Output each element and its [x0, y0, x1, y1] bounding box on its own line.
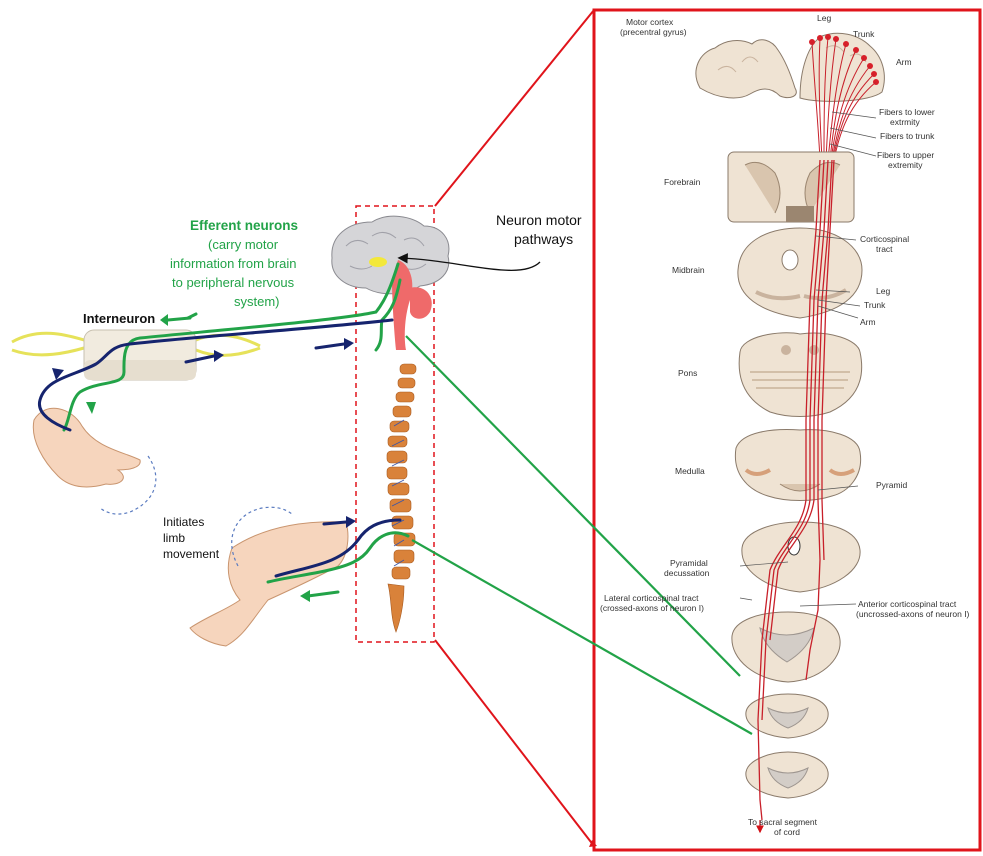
- spinal-section-3: [746, 752, 828, 798]
- pyramidal-label-2: decussation: [664, 569, 709, 579]
- pyramid-label: Pyramid: [876, 481, 907, 491]
- spinal-section-1: [732, 612, 840, 682]
- pons-section: [739, 333, 862, 417]
- initiates-label-1: Initiates: [163, 516, 204, 530]
- zoom-line-top: [435, 10, 594, 206]
- leg-top-label: Leg: [817, 14, 831, 24]
- midbrain-section: [738, 228, 862, 318]
- efferent-desc-3: to peripheral nervous: [172, 276, 294, 291]
- efferent-desc-1: (carry motor: [208, 238, 278, 253]
- midbrain-label: Midbrain: [672, 266, 705, 276]
- lateral-tract-label-2: (crossed-axons of neuron I): [600, 604, 704, 614]
- neuron-motor-label-1: Neuron motor: [496, 212, 582, 228]
- trunk-mid-label: Trunk: [864, 301, 885, 311]
- efferent-title: Efferent neurons: [190, 218, 298, 234]
- efferent-desc-2: information from brain: [170, 257, 296, 272]
- zoom-connector-lines: [406, 336, 752, 734]
- pons-label: Pons: [678, 369, 697, 379]
- initiates-label-2: limb: [163, 532, 185, 546]
- spine-illustration: [387, 364, 416, 632]
- medulla-section: [735, 430, 860, 501]
- motor-cortex-label-2: (precentral gyrus): [620, 28, 687, 38]
- arm-top-label: Arm: [896, 58, 912, 68]
- motor-cortex-section: [696, 33, 884, 101]
- sacral-label-2: of cord: [774, 828, 800, 838]
- forebrain-label: Forebrain: [664, 178, 700, 188]
- forebrain-section: [728, 152, 854, 222]
- arm-mid-label: Arm: [860, 318, 876, 328]
- leg-illustration: [190, 522, 348, 646]
- interneuron-label: Interneuron: [83, 312, 155, 327]
- neuron-motor-label-2: pathways: [514, 231, 573, 247]
- leg-mid-label: Leg: [876, 287, 890, 297]
- anterior-tract-label-2: (uncrossed-axons of neuron I): [856, 610, 969, 620]
- fibers-upper-label-2: extremity: [888, 161, 922, 171]
- medulla-label: Medulla: [675, 467, 705, 477]
- fibers-lower-label-2: extrmity: [890, 118, 920, 128]
- efferent-desc-4: system): [234, 295, 280, 310]
- trunk-top-label: Trunk: [853, 30, 874, 40]
- corticospinal-label-2: tract: [876, 245, 893, 255]
- zoom-line-bottom: [435, 640, 594, 846]
- fibers-trunk-label: Fibers to trunk: [880, 132, 934, 142]
- initiates-label-3: movement: [163, 548, 219, 562]
